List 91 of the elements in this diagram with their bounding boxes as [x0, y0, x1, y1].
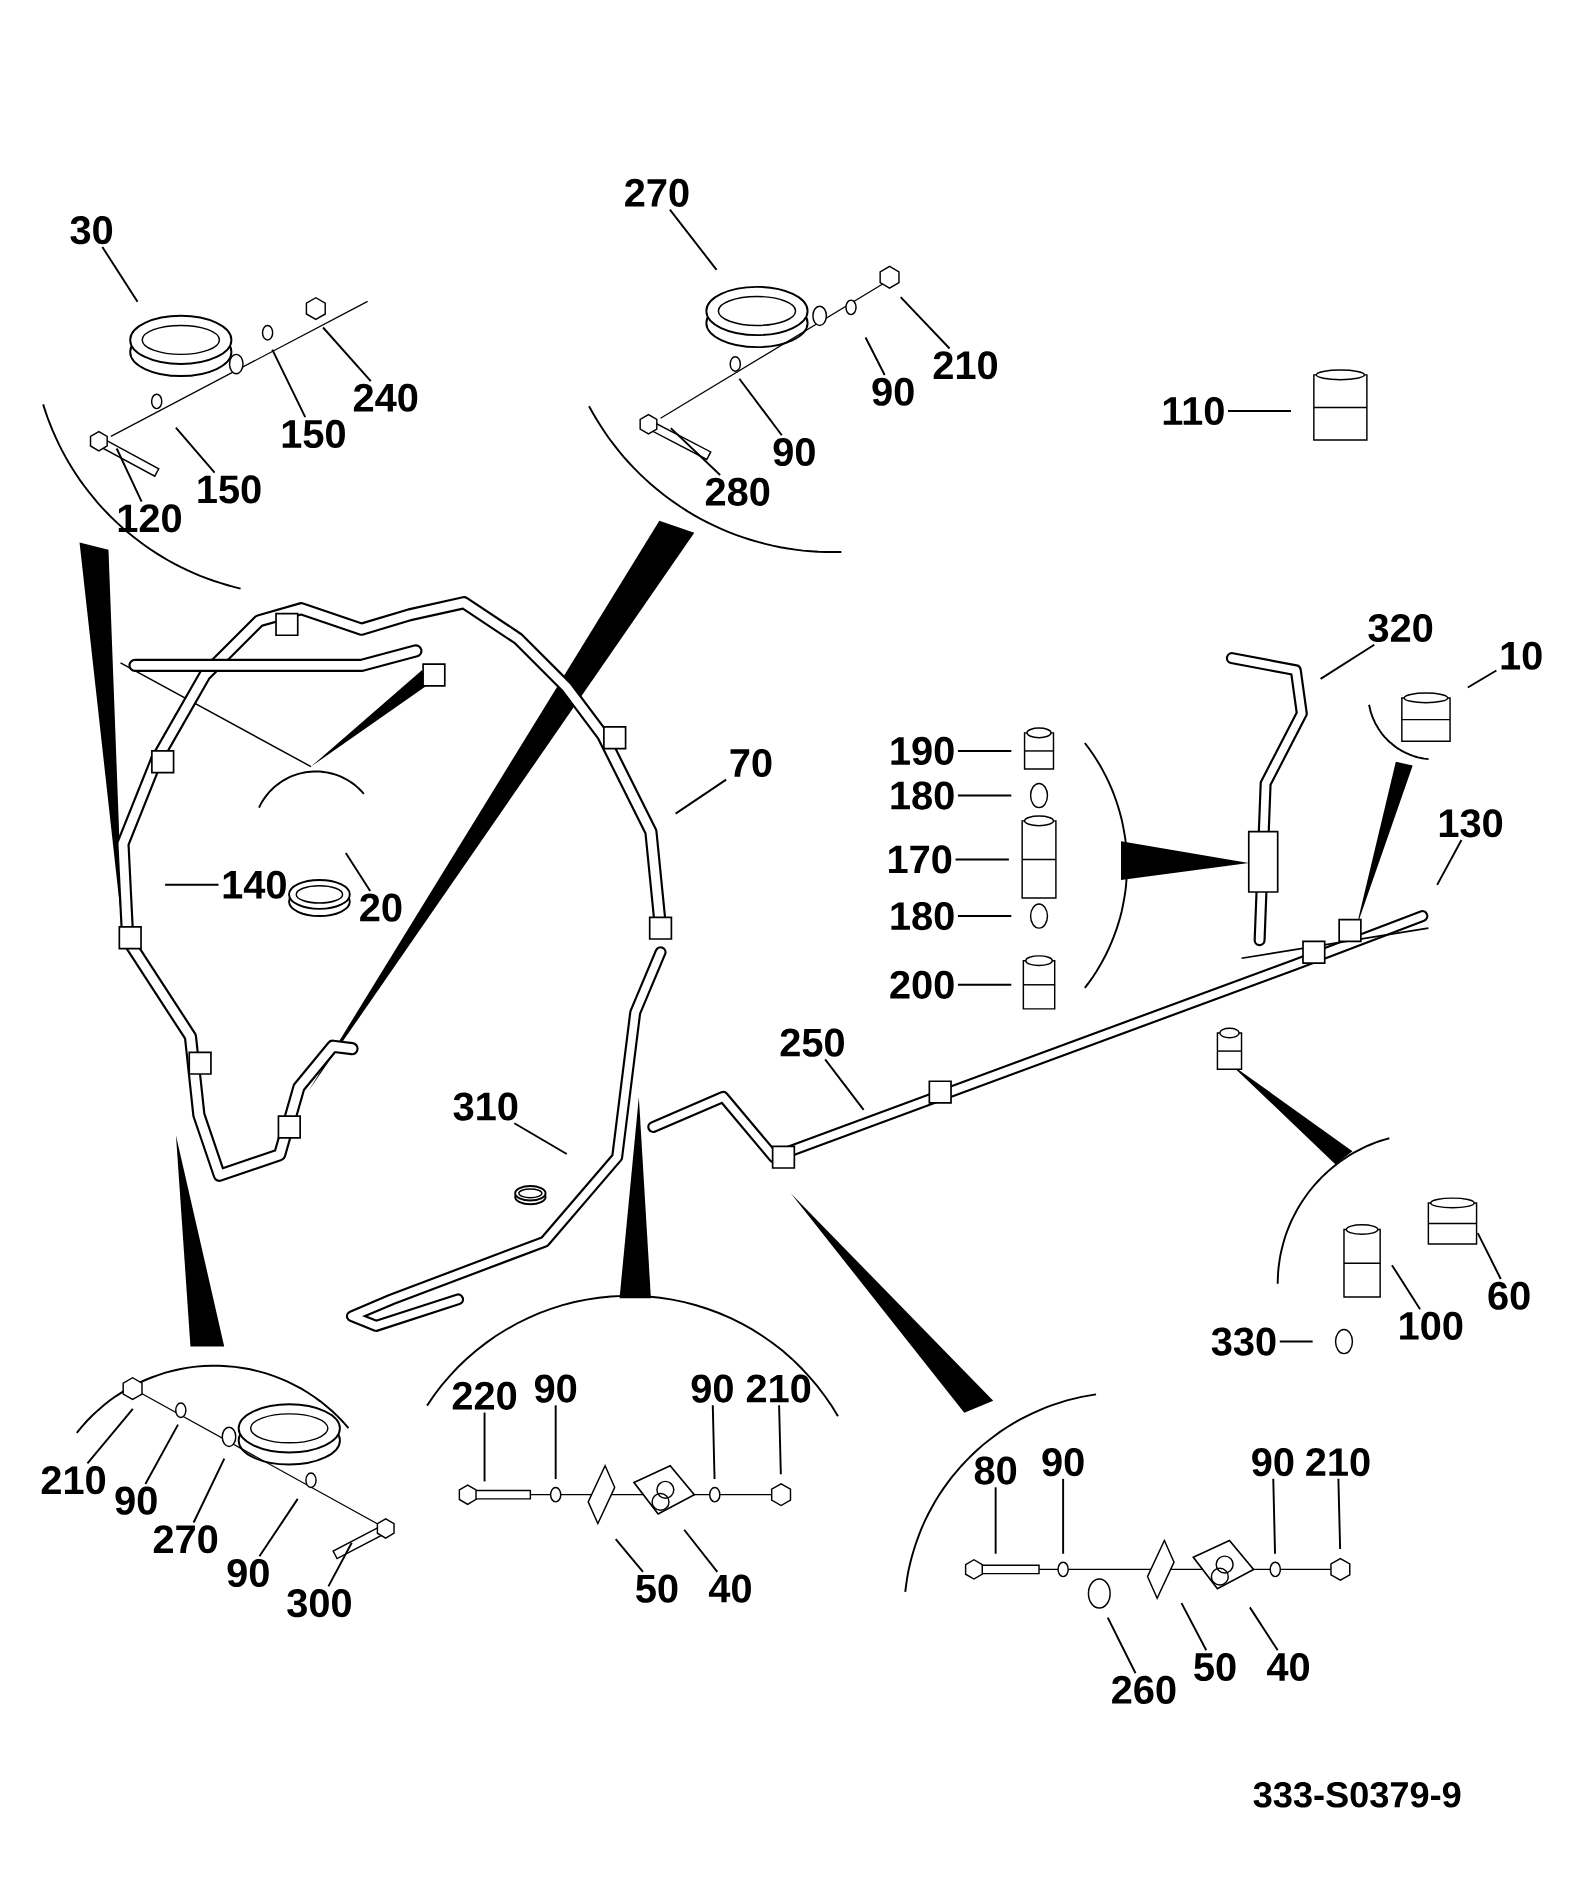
callout-number: 50 [1194, 1652, 1236, 1682]
leader-line [669, 208, 718, 271]
callout-number: 130 [1440, 809, 1503, 838]
leader-line [1436, 839, 1463, 886]
leader-line [738, 377, 783, 437]
leader-line [164, 883, 220, 886]
leader-line [683, 1528, 719, 1573]
leader-line [994, 1486, 997, 1555]
callout-number: 330 [1211, 1327, 1276, 1356]
leader-line [345, 851, 372, 892]
callout-number: 150 [282, 419, 346, 448]
leader-line [1272, 1477, 1277, 1555]
leader-line [1337, 1477, 1342, 1550]
leader-line [101, 246, 139, 303]
leader-line [957, 915, 1013, 918]
callout-number: 90 [773, 437, 815, 467]
callout-number: 50 [636, 1574, 678, 1603]
leader-line [1062, 1477, 1065, 1555]
callout-number: 10 [1501, 641, 1542, 670]
drawing-number: 333-S0379-9 [1253, 1781, 1461, 1808]
leader-line [957, 750, 1013, 752]
callout-number: 30 [70, 216, 113, 245]
callout-number: 90 [1042, 1448, 1084, 1477]
leader-line [115, 447, 143, 503]
leader-line [322, 326, 372, 382]
callout-number: 140 [223, 870, 287, 899]
leader-line [258, 1497, 299, 1558]
leader-line [1180, 1602, 1208, 1652]
leader-line [1278, 1340, 1314, 1343]
leader-line [711, 1404, 716, 1480]
leader-line [674, 778, 728, 815]
leader-line [86, 1408, 134, 1465]
callout-number: 310 [453, 1092, 518, 1121]
leader-line [483, 1411, 486, 1483]
leader-line [614, 1538, 645, 1573]
callout-number: 280 [706, 477, 770, 506]
callout-number: 210 [1306, 1448, 1370, 1477]
leader-line [1249, 1606, 1279, 1652]
leader-line [1319, 643, 1376, 680]
callout-number: 90 [227, 1558, 269, 1588]
callout-number: 80 [974, 1456, 1017, 1485]
leader-line [957, 983, 1013, 986]
leader-line [1391, 1264, 1422, 1311]
callout-number: 90 [691, 1374, 733, 1403]
leader-line [824, 1058, 865, 1111]
callout-number: 300 [287, 1589, 352, 1618]
leader-line [1106, 1616, 1137, 1675]
leader-line [778, 1404, 782, 1476]
callout-number: 240 [354, 383, 418, 412]
leader-line [554, 1404, 557, 1480]
callout-number: 40 [709, 1574, 752, 1603]
leader-line [899, 296, 951, 350]
leader-line [175, 426, 216, 474]
callout-number: 210 [41, 1466, 106, 1495]
leader-line [670, 427, 722, 477]
leader-line [327, 1541, 353, 1588]
leader-line [1466, 669, 1498, 689]
callout-number: 40 [1267, 1652, 1310, 1682]
callout-number: 190 [891, 736, 954, 766]
callout-number: 270 [154, 1525, 218, 1554]
callout-number: 90 [1252, 1448, 1294, 1477]
leader-line [957, 794, 1013, 797]
callout-number: 60 [1488, 1281, 1530, 1310]
callout-number: 170 [889, 845, 952, 874]
leader-line [1227, 410, 1293, 412]
leader-line [144, 1423, 180, 1485]
leader-line [513, 1122, 568, 1155]
callout-number: 90 [872, 377, 914, 406]
leader-line [271, 348, 307, 419]
callout-number: 210 [747, 1374, 811, 1403]
callout-number: 260 [1112, 1675, 1176, 1704]
callout-number: 100 [1400, 1311, 1463, 1340]
callout-number: 200 [890, 970, 954, 999]
callout-number: 180 [891, 781, 954, 810]
callout-number: 120 [118, 504, 182, 533]
leader-line [864, 336, 886, 376]
callout-number: 90 [115, 1486, 157, 1515]
leader-line [1476, 1232, 1502, 1280]
callout-number: 180 [891, 902, 954, 931]
callout-number: 270 [625, 178, 689, 207]
leader-line [954, 858, 1010, 861]
callout-number: 210 [933, 351, 998, 380]
callout-number: 90 [535, 1374, 577, 1403]
callout-number: 20 [360, 893, 402, 922]
callout-number: 320 [1368, 613, 1433, 643]
callout-number: 220 [452, 1381, 517, 1410]
leader-line [192, 1457, 226, 1524]
callout-number: 150 [198, 475, 261, 504]
callout-number: 70 [730, 748, 772, 778]
callout-number: 110 [1163, 396, 1224, 426]
callout-number: 250 [780, 1028, 845, 1057]
